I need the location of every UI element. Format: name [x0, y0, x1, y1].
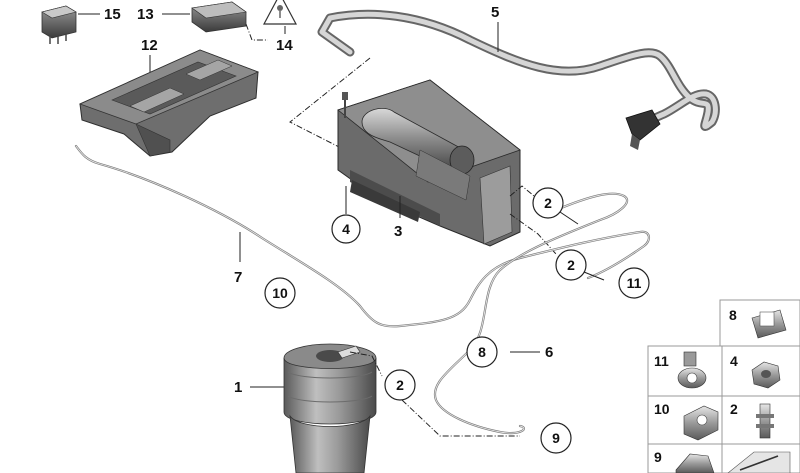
relay-icon [41, 5, 77, 44]
parts-grid: 8 11 4 10 2 9 [647, 299, 800, 473]
callout-2c: 2 [396, 377, 404, 393]
dash-2c [349, 351, 383, 377]
dash-2c-9 [401, 399, 520, 437]
callout-5: 5 [491, 4, 499, 21]
callout-circle-9 [540, 422, 572, 454]
dash-2a [509, 185, 535, 197]
control-unit-icon [191, 1, 247, 33]
callout-14: 14 [276, 37, 293, 54]
callout-circle-10 [264, 277, 296, 309]
connector-part-2 [756, 403, 774, 439]
callout-6: 6 [545, 344, 553, 361]
callout-circle-2b [555, 249, 587, 281]
callout-circle-2c [384, 369, 416, 401]
arrow-symbol-icon [727, 451, 791, 473]
callout-13: 13 [137, 6, 154, 23]
bracket-part [78, 49, 260, 157]
compressor-part [337, 79, 521, 247]
grid-label-11: 11 [654, 353, 669, 369]
callout-2b: 2 [567, 257, 575, 273]
clip-part-10 [683, 405, 719, 441]
callout-7: 7 [234, 269, 242, 286]
warning-triangle-icon [263, 0, 297, 25]
grid-label-10: 10 [654, 401, 670, 417]
callout-2a: 2 [544, 195, 552, 211]
grid-label-8: 8 [729, 307, 737, 323]
leader-2a [559, 211, 579, 225]
callout-circle-2a [532, 187, 564, 219]
callout-10: 10 [272, 285, 288, 301]
leader-2b [583, 271, 605, 281]
callout-1: 1 [234, 379, 242, 396]
callout-8: 8 [478, 344, 486, 360]
callout-circle-8 [466, 336, 498, 368]
pipe-part-7 [74, 144, 650, 328]
dash-2b [509, 213, 557, 255]
grid-label-9: 9 [654, 449, 662, 465]
callout-circle-4 [331, 214, 361, 244]
callout-12: 12 [141, 37, 158, 54]
pipe-part-6 [433, 192, 629, 435]
callout-4: 4 [342, 221, 350, 237]
grid-label-2: 2 [730, 401, 738, 417]
grid-label-4: 4 [730, 353, 738, 369]
air-spring-part [283, 343, 377, 473]
nut-part-4 [751, 361, 781, 389]
callout-9: 9 [552, 430, 560, 446]
clip-part-11 [677, 351, 707, 389]
callout-11: 11 [627, 275, 642, 291]
callout-3: 3 [394, 223, 402, 240]
clip-part-8 [751, 309, 787, 339]
hose-part-5 [317, 9, 720, 150]
callout-circle-11 [618, 267, 650, 299]
dash-13-12 [245, 23, 268, 41]
callout-15: 15 [104, 6, 121, 23]
dash-12-compressor [289, 57, 371, 151]
